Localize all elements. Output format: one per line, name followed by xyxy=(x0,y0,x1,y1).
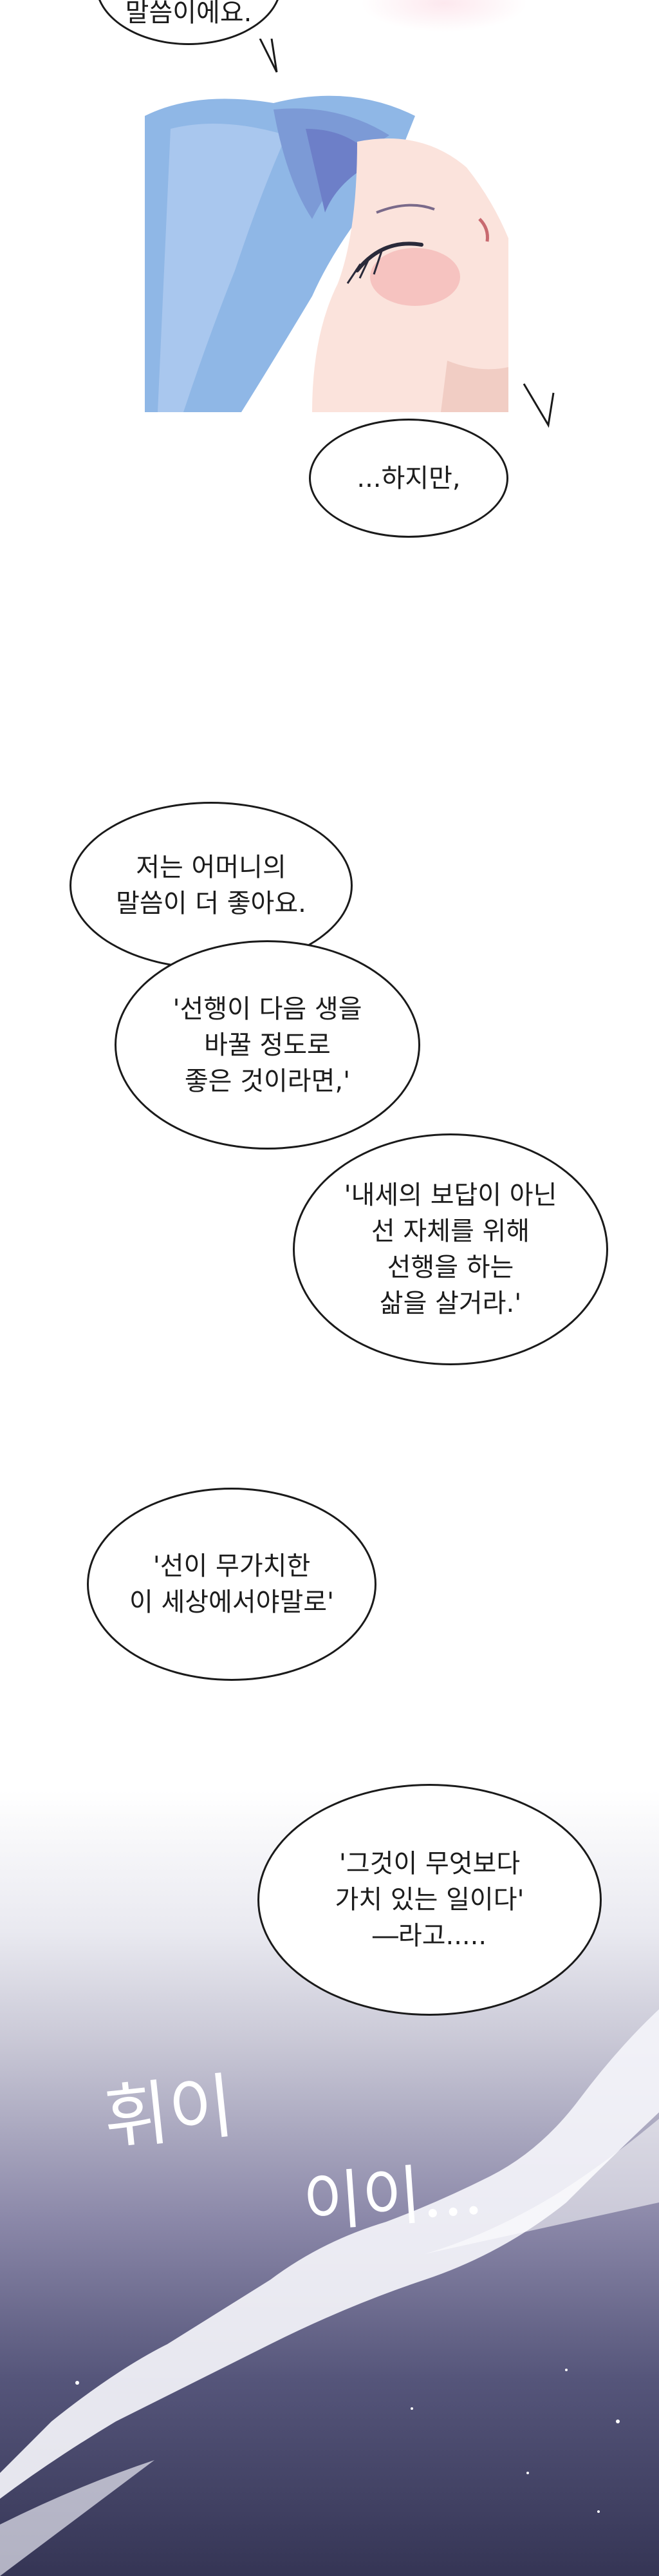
speech-bubble-top: 말씀이에요. xyxy=(95,0,282,45)
sleeping-face-illustration xyxy=(145,95,508,412)
bubble-tail-b1 xyxy=(523,383,555,428)
sfx-text-2: 이이... xyxy=(300,2153,485,2241)
speech-text-1: ...하지만, xyxy=(357,463,461,493)
speech-bubble-5: '선이 무가치한 이 세상에서야말로' xyxy=(87,1488,376,1681)
character-panel xyxy=(145,90,508,412)
sparkle-glow xyxy=(360,0,528,32)
sfx-text-1: 휘이 xyxy=(99,2064,238,2161)
speech-bubble-6: '그것이 무엇보다 가치 있는 일이다' ―라고..... xyxy=(257,1784,602,2016)
speech-bubble-1: ...하지만, xyxy=(309,419,508,538)
speech-text-top: 말씀이에요. xyxy=(125,0,252,28)
speech-bubble-4: '내세의 보답이 아닌 선 자체를 위해 선행을 하는 삶을 살거라.' xyxy=(293,1133,608,1365)
speech-text-4: '내세의 보답이 아닌 선 자체를 위해 선행을 하는 삶을 살거라.' xyxy=(344,1180,557,1318)
speech-bubble-2: 저는 어머니의 말씀이 더 좋아요. xyxy=(70,802,353,969)
speech-bubble-3: '선행이 다음 생을 바꿀 정도로 좋은 것이라면,' xyxy=(115,940,420,1150)
mist-clouds xyxy=(0,2009,659,2576)
speech-text-3: '선행이 다음 생을 바꿀 정도로 좋은 것이라면,' xyxy=(172,994,362,1096)
speech-text-6: '그것이 무엇보다 가치 있는 일이다' ―라고..... xyxy=(335,1849,524,1951)
bubble-tail-top xyxy=(259,39,278,73)
speech-text-2: 저는 어머니의 말씀이 더 좋아요. xyxy=(116,853,306,918)
speech-text-5: '선이 무가치한 이 세상에서야말로' xyxy=(129,1551,335,1617)
